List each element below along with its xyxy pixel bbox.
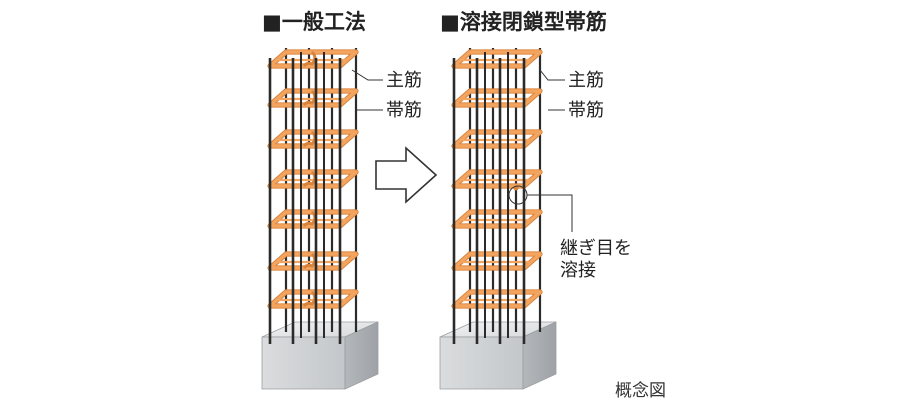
rebar-cage [267,48,359,344]
right-heading: ■溶接閉鎖型帯筋 [440,10,607,34]
hoop [267,49,359,69]
hoops [451,49,543,309]
main-bars-back [284,48,358,332]
callout-main-bar: 主筋 [568,70,604,91]
hoop [267,251,359,271]
hoop [451,251,543,271]
hoop [267,169,359,189]
callout-hoop: 帯筋 [568,100,604,121]
hoop [451,129,543,149]
hoop-hook [302,130,317,147]
caption: 概念図 [615,380,666,401]
hoop-hook [302,210,317,227]
hoop [451,289,543,309]
hoops [267,49,359,309]
hoop [451,169,543,191]
hoop [267,88,359,108]
hoop-hook [302,89,317,106]
main-bars-front [452,52,526,344]
hoop-hook [302,170,317,187]
hoop [267,209,359,229]
leader-lines-left [351,69,383,111]
hoop [267,289,359,309]
callout-hoop: 帯筋 [386,100,422,121]
callout-weld-line1: 継ぎ目を [560,238,632,259]
hoop [267,129,359,149]
rebar-cage [451,48,543,344]
hoop [451,88,543,108]
main-bars-front [268,52,342,344]
concrete-base [439,321,557,390]
callout-main-bar: 主筋 [386,70,422,91]
column-welded [439,48,557,390]
arrow-right-icon [375,146,438,204]
leader-lines-right [508,69,573,232]
callout-weld-line2: 溶接 [560,260,596,281]
column-conventional [261,48,379,390]
left-heading: ■一般工法 [262,10,366,34]
hoop-hook [302,50,317,67]
concrete-base [261,321,379,390]
hoop [451,49,543,69]
hoop [451,209,543,229]
hoop-hook [302,290,317,307]
hoop-hook [302,252,317,269]
